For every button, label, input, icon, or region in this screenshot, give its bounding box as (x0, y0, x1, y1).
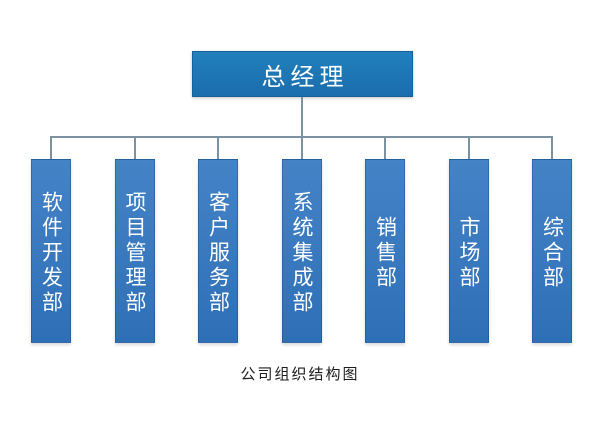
connector-drop-line (50, 136, 52, 159)
dept-node-box-system-integration: 系统集成部 (281, 159, 322, 343)
department-column: 软件开发部 (31, 136, 71, 343)
chart-caption: 公司组织结构图 (240, 367, 360, 383)
department-row: 软件开发部 项目管理部 客户服务部 系统集成部 销售部 (31, 136, 572, 343)
department-column: 客户服务部 (198, 136, 238, 343)
dept-node-box-software-dev: 软件开发部 (31, 159, 71, 343)
dept-node-box-general-affairs: 综合部 (532, 159, 572, 343)
dept-node-label: 项目管理部 (123, 190, 147, 316)
connector-drop-line (133, 136, 136, 159)
dept-node-label: 系统集成部 (290, 190, 314, 316)
department-column: 系统集成部 (281, 136, 322, 343)
connector-drop-line (217, 136, 219, 159)
department-column: 销售部 (365, 136, 405, 343)
connector-drop-line (300, 136, 303, 159)
root-node-label: 总经理 (261, 64, 349, 91)
dept-node-box-marketing: 市场部 (448, 159, 489, 343)
dept-node-box-customer-service: 客户服务部 (198, 159, 238, 343)
department-column: 市场部 (448, 136, 489, 343)
connector-drop-line (384, 136, 386, 159)
dept-node-label: 综合部 (540, 215, 565, 291)
department-column: 综合部 (532, 136, 572, 343)
root-node-box: 总经理 (192, 51, 413, 97)
connector-drop-line (467, 136, 470, 159)
dept-node-box-sales: 销售部 (365, 159, 405, 343)
dept-node-label: 软件开发部 (39, 190, 64, 316)
dept-node-box-project-mgmt: 项目管理部 (114, 159, 155, 343)
connector-stem-line (301, 97, 303, 136)
dept-node-label: 销售部 (373, 215, 398, 291)
connector-drop-line (551, 136, 553, 159)
dept-node-label: 市场部 (457, 215, 481, 291)
dept-node-label: 客户服务部 (206, 190, 231, 316)
department-column: 项目管理部 (114, 136, 155, 343)
